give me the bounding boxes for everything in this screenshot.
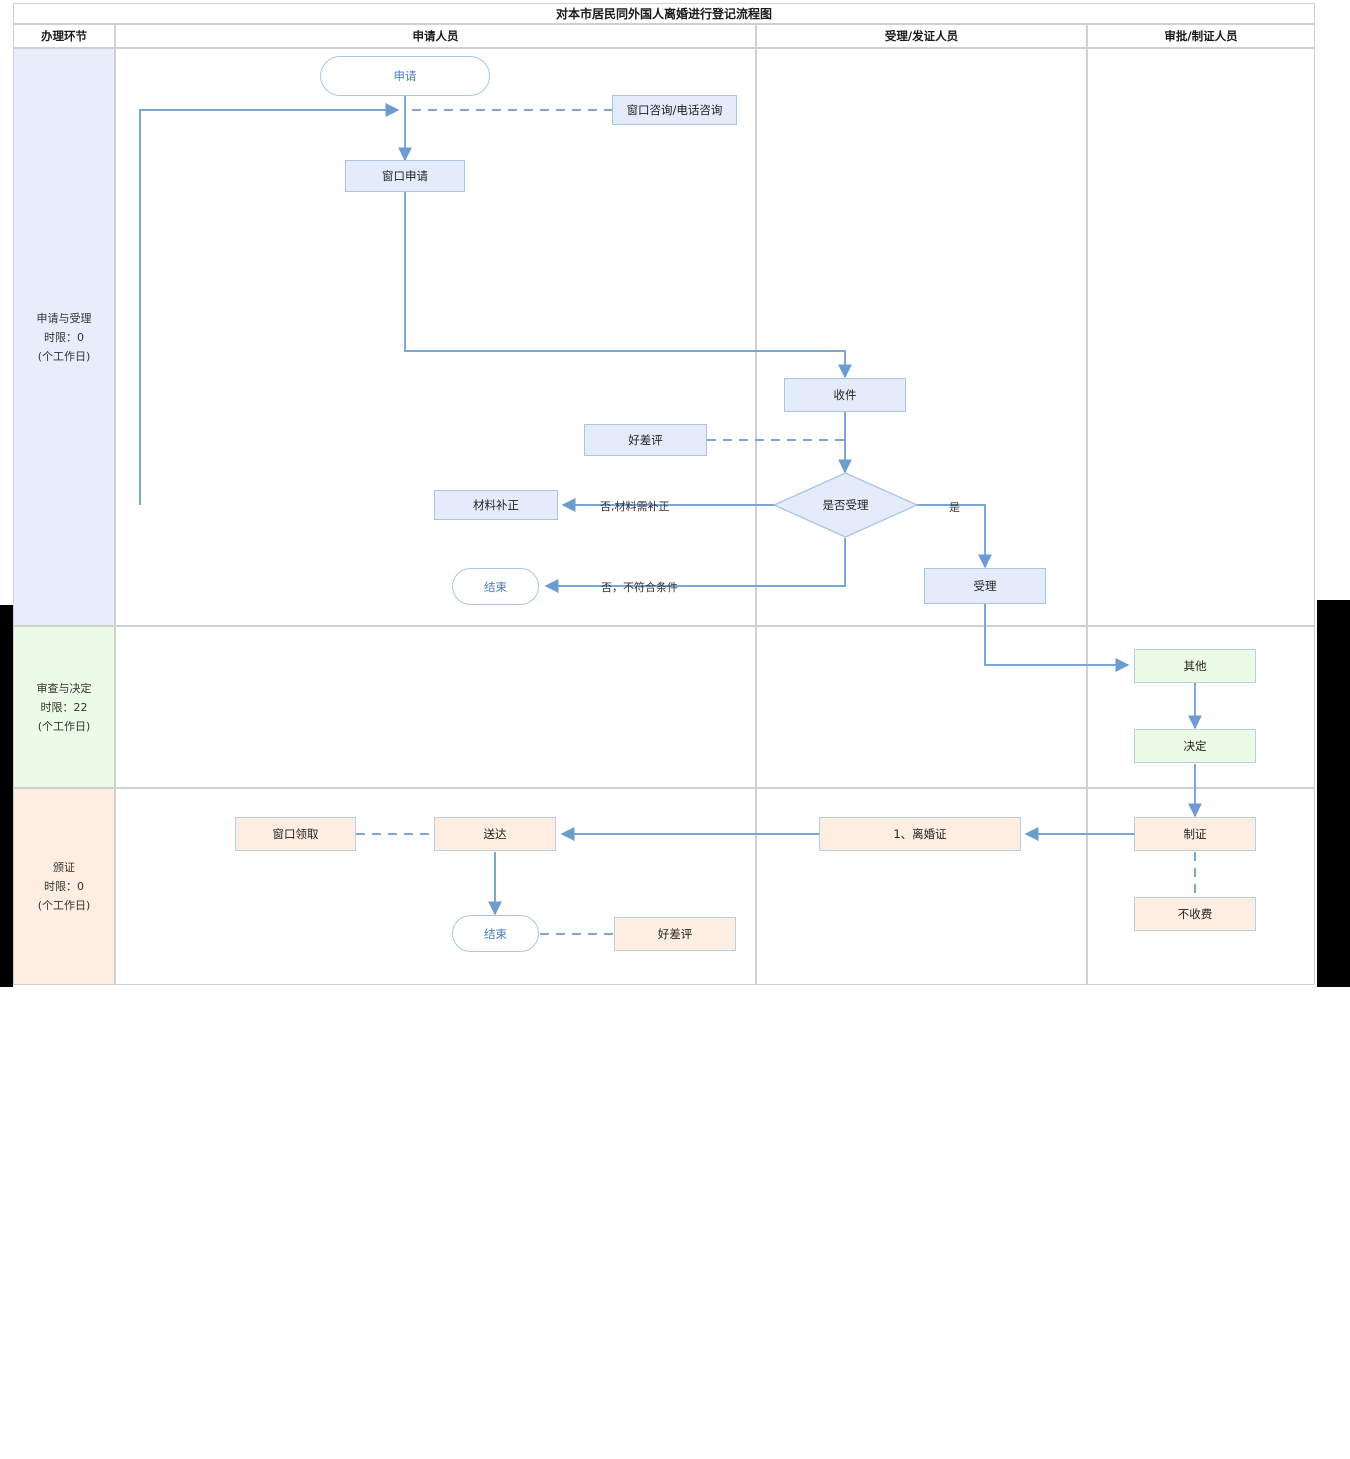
node-make-cert-label: 制证: [1183, 827, 1207, 841]
node-receive-label: 收件: [833, 388, 857, 402]
node-decide[interactable]: 决定: [1134, 729, 1256, 763]
node-end-reject-label: 结束: [484, 579, 507, 594]
node-decide-label: 决定: [1183, 739, 1207, 753]
node-window-pick[interactable]: 窗口领取: [235, 817, 356, 851]
node-review-note-label: 好差评: [628, 433, 663, 447]
right-black-strip: [1317, 600, 1350, 987]
lane-issue-acceptor-cell: [756, 788, 1087, 985]
node-review-note-2[interactable]: 好差评: [614, 917, 736, 951]
edge-label-no-supplement: 否,材料需补正: [600, 500, 670, 513]
node-accept[interactable]: 受理: [924, 568, 1046, 604]
node-receive[interactable]: 收件: [784, 378, 906, 412]
lane-label-issue-text: 颁证 时限：0 (个工作日): [37, 861, 91, 912]
node-start-label: 申请: [393, 69, 417, 83]
lane-review-applicant-cell: [115, 626, 756, 788]
node-deliver-label: 送达: [483, 827, 507, 841]
node-cert-item-label: 1、离婚证: [893, 827, 947, 841]
node-decision-accept-label: 是否受理: [822, 498, 869, 512]
column-header-stage-label: 办理环节: [41, 29, 87, 43]
edge-label-yes: 是: [949, 501, 960, 514]
lane-issue-applicant-cell: [115, 788, 756, 985]
column-header-applicant: 申请人员: [115, 24, 756, 48]
column-header-acceptor-label: 受理/发证人员: [884, 29, 959, 43]
node-review-note-2-label: 好差评: [657, 927, 693, 941]
node-cert-item[interactable]: 1、离婚证: [819, 817, 1021, 851]
node-end-done[interactable]: 结束: [452, 915, 539, 952]
node-consult[interactable]: 窗口咨询/电话咨询: [612, 95, 737, 125]
node-window-apply-label: 窗口申请: [382, 169, 428, 183]
diamond-shape: [773, 472, 919, 538]
flow-diagram: 申请 窗口咨询/电话咨询 窗口申请 收件 好差评 是否受理 材料补正 结束 受理…: [139, 56, 1256, 952]
lane-label-apply: 申请与受理 时限：0 (个工作日): [13, 48, 115, 626]
node-decision-accept[interactable]: 是否受理: [773, 472, 919, 538]
lane-label-apply-text: 申请与受理 时限：0 (个工作日): [36, 311, 92, 363]
lane-label-issue: 颁证 时限：0 (个工作日): [13, 788, 115, 985]
lane-review-acceptor-cell: [756, 626, 1087, 788]
lane-review-approver-cell: [1087, 626, 1315, 788]
node-start[interactable]: 申请: [320, 56, 490, 96]
left-black-strip: [0, 605, 13, 987]
node-supplement[interactable]: 材料补正: [434, 490, 558, 520]
lane-apply-applicant-cell: [115, 48, 756, 626]
node-review-note[interactable]: 好差评: [584, 424, 707, 456]
node-end-done-label: 结束: [484, 926, 507, 941]
connector-layer: [139, 95, 1202, 935]
node-window-apply[interactable]: 窗口申请: [345, 160, 465, 192]
column-header-stage: 办理环节: [13, 24, 115, 48]
node-end-reject[interactable]: 结束: [452, 568, 539, 605]
column-header-acceptor: 受理/发证人员: [756, 24, 1087, 48]
node-no-fee-label: 不收费: [1177, 907, 1213, 921]
edge-label-no-conditions: 否，不符合条件: [601, 581, 678, 594]
column-header-applicant-label: 申请人员: [412, 29, 459, 43]
node-other[interactable]: 其他: [1134, 649, 1256, 683]
column-header-approver: 审批/制证人员: [1087, 24, 1315, 48]
lane-apply-acceptor-cell: [756, 48, 1087, 626]
column-header-approver-label: 审批/制证人员: [1164, 29, 1238, 43]
chart-title-row: 对本市居民同外国人离婚进行登记流程图: [13, 3, 1315, 24]
node-no-fee[interactable]: 不收费: [1134, 897, 1256, 931]
node-supplement-label: 材料补正: [473, 498, 519, 512]
lane-label-review-text: 审查与决定 时限：22 (个工作日): [36, 681, 92, 733]
node-accept-label: 受理: [973, 579, 997, 593]
flowchart-sheet: 对本市居民同外国人离婚进行登记流程图 办理环节 申请人员 受理/发证人员 审批/…: [13, 3, 1315, 985]
lane-issue-approver-cell: [1087, 788, 1315, 985]
page-title: 对本市居民同外国人离婚进行登记流程图: [555, 7, 772, 21]
node-other-label: 其他: [1183, 659, 1207, 673]
lane-apply-approver-cell: [1087, 48, 1315, 626]
node-consult-label: 窗口咨询/电话咨询: [626, 103, 723, 117]
node-deliver[interactable]: 送达: [434, 817, 556, 851]
node-make-cert[interactable]: 制证: [1134, 817, 1256, 851]
node-window-pick-label: 窗口领取: [272, 827, 319, 841]
lane-label-review: 审查与决定 时限：22 (个工作日): [13, 626, 115, 788]
